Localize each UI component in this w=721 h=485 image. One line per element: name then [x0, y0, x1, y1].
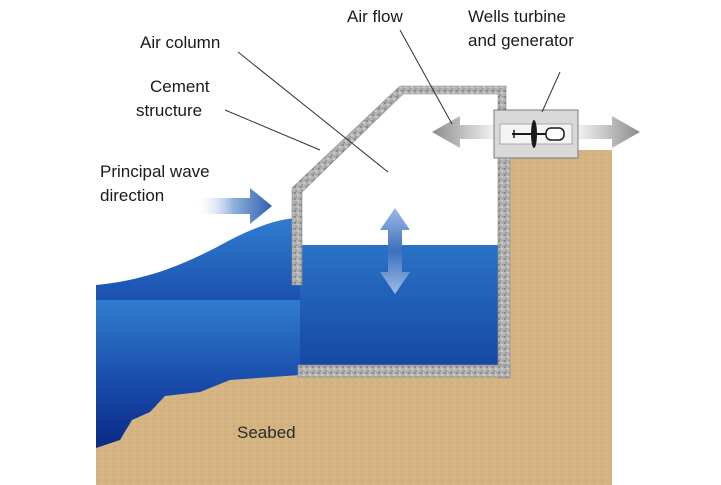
cement-leader — [224, 109, 321, 151]
wave-direction-label-line2: direction — [100, 186, 164, 205]
air-flow-right-arrow — [570, 116, 640, 148]
wave-direction-label-line1: Principal wave — [100, 162, 210, 181]
cement-structure — [291, 85, 507, 286]
turbine-leader — [541, 71, 561, 113]
air-column-leader — [237, 51, 389, 173]
cement-back-wall — [497, 149, 511, 379]
cement-floor — [297, 364, 511, 378]
air-column-label: Air column — [140, 33, 220, 52]
seabed-label: Seabed — [237, 423, 296, 442]
seabed — [96, 150, 612, 485]
wells-turbine-label-line1: Wells turbine — [468, 7, 566, 26]
wave-direction-arrow — [195, 188, 272, 224]
wells-turbine-icon — [512, 120, 565, 148]
wells-turbine-label-line2: and generator — [468, 31, 574, 50]
air-flow-left-arrow — [432, 116, 502, 148]
oscillation-arrow — [380, 208, 410, 294]
cement-label-line2: structure — [136, 101, 202, 120]
air-flow-leader — [399, 29, 453, 125]
air-flow-label: Air flow — [347, 7, 403, 26]
cement-label-line1: Cement — [150, 77, 210, 96]
